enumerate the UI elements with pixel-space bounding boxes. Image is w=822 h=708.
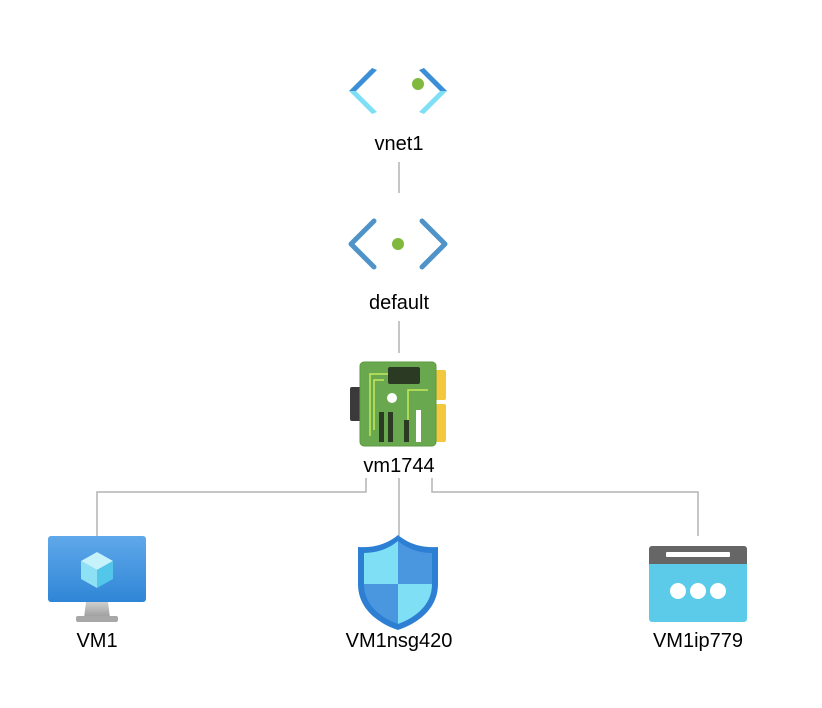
- node-label-vm1nsg420: VM1nsg420: [345, 630, 453, 652]
- subnet-icon: [348, 218, 448, 270]
- node-label-vm1ip779: VM1ip779: [652, 630, 744, 652]
- network-interface-icon: [350, 361, 446, 447]
- connector-nic-vm: [96, 478, 367, 536]
- connector-nic-pip: [431, 478, 699, 536]
- node-label-default: default: [368, 292, 430, 314]
- network-security-group-icon: [358, 535, 438, 630]
- public-ip-address-icon: [649, 546, 747, 622]
- node-label-vm1744: vm1744: [363, 455, 435, 477]
- node-label-vm1: VM1: [76, 630, 118, 652]
- virtual-network-icon: [349, 68, 447, 114]
- virtual-machine-icon: [48, 536, 146, 622]
- node-label-vnet1: vnet1: [374, 133, 424, 155]
